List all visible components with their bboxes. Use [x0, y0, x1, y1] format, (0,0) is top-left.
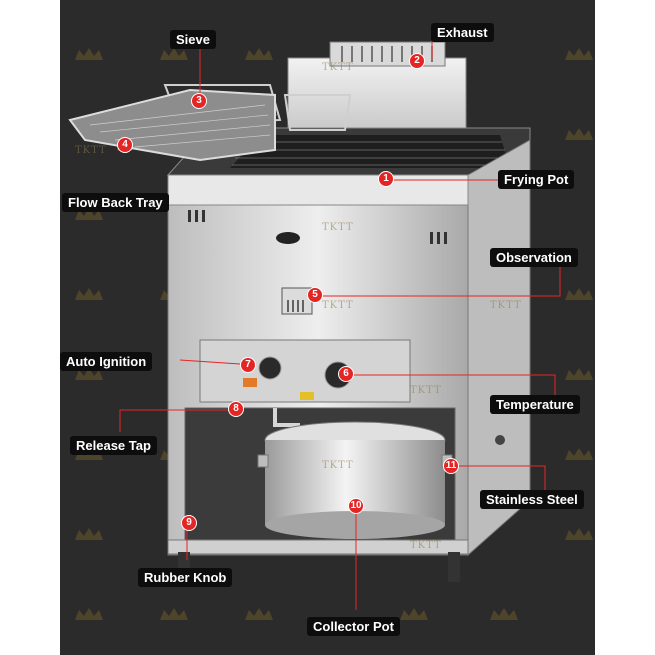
watermark-text: TKTT	[322, 62, 354, 73]
marker-3: 3	[191, 93, 207, 109]
label-auto-ignition: Auto Ignition	[60, 352, 153, 371]
release-tap	[273, 408, 300, 427]
label-observation: Observation	[490, 248, 578, 267]
marker-2: 2	[409, 53, 425, 69]
label-stainless-steel: Stainless Steel	[480, 490, 584, 509]
watermark-text: TKTT	[410, 540, 442, 551]
marker-9: 9	[181, 515, 197, 531]
fryer-illustration	[68, 30, 593, 620]
label-rubber-knob: Rubber Knob	[138, 568, 233, 587]
product-figure: TKTT TKTT TKTT TKTT TKTT TKTT TKTT TKTT …	[60, 0, 595, 655]
marker-8: 8	[228, 401, 244, 417]
marker-1: 1	[378, 171, 394, 187]
marker-10: 10	[348, 498, 364, 514]
marker-7: 7	[240, 357, 256, 373]
label-flow-back-tray: Flow Back Tray	[62, 193, 169, 212]
watermark-text: TKTT	[75, 145, 107, 156]
marker-11: 11	[443, 458, 459, 474]
exhaust-grill	[329, 41, 446, 67]
label-exhaust: Exhaust	[431, 23, 494, 42]
watermark-text: TKTT	[410, 385, 442, 396]
label-sieve: Sieve	[170, 30, 216, 49]
marker-5: 5	[307, 287, 323, 303]
watermark-text: TKTT	[490, 300, 522, 311]
watermark-text: TKTT	[322, 222, 354, 233]
marker-6: 6	[338, 366, 354, 382]
label-frying-pot: Frying Pot	[498, 170, 575, 189]
auto-ignition-knob	[258, 356, 282, 380]
brand-badge	[276, 232, 300, 244]
watermark-text: TKTT	[322, 300, 354, 311]
label-collector-pot: Collector Pot	[307, 617, 400, 636]
label-temperature: Temperature	[490, 395, 580, 414]
label-release-tap: Release Tap	[70, 436, 157, 455]
control-panel	[199, 339, 411, 403]
marker-4: 4	[117, 137, 133, 153]
watermark-text: TKTT	[322, 460, 354, 471]
